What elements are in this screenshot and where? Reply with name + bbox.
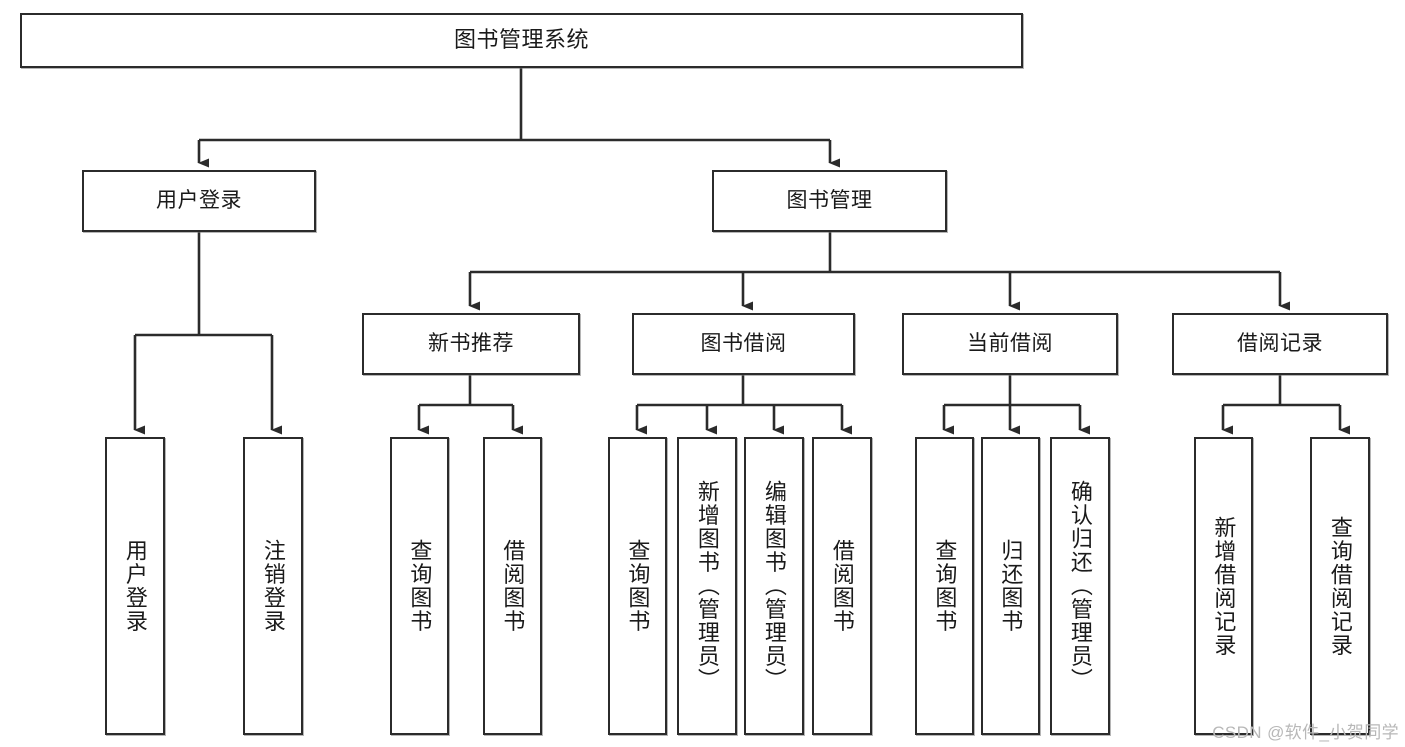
node-label: 借阅图书 [500,539,526,633]
node-leaf-5[interactable]: 查询图书 [608,437,667,735]
node-label: 用户登录 [122,539,148,633]
node-label: 编辑图书（管理员） [761,480,787,692]
node-label: 图书借阅 [700,332,787,356]
node-leaf-3[interactable]: 查询图书 [390,437,449,735]
node-label: 图书管理 [786,189,873,213]
node-label: 查询图书 [407,539,433,633]
node-label: 新书推荐 [428,332,514,356]
node-label: 查询图书 [625,539,651,633]
node-leaf-12[interactable]: 新增借阅记录 [1194,437,1253,735]
node-level3-1[interactable]: 新书推荐 [362,313,580,375]
node-label: 用户登录 [156,189,242,213]
node-leaf-11[interactable]: 确认归还（管理员） [1050,437,1110,735]
node-level3-3[interactable]: 当前借阅 [902,313,1118,375]
node-label: 确认归还（管理员） [1067,480,1093,692]
node-label: 归还图书 [998,539,1024,633]
node-level2-1[interactable]: 用户登录 [82,170,316,232]
node-leaf-13[interactable]: 查询借阅记录 [1310,437,1370,735]
node-leaf-9[interactable]: 查询图书 [915,437,974,735]
node-leaf-7[interactable]: 编辑图书（管理员） [744,437,804,735]
node-level3-2[interactable]: 图书借阅 [632,313,855,375]
node-leaf-2[interactable]: 注销登录 [243,437,303,735]
node-leaf-4[interactable]: 借阅图书 [483,437,542,735]
node-label: 查询图书 [932,539,958,633]
node-level2-2[interactable]: 图书管理 [712,170,947,232]
node-level3-4[interactable]: 借阅记录 [1172,313,1388,375]
node-leaf-6[interactable]: 新增图书（管理员） [677,437,737,735]
node-label: 新增借阅记录 [1211,515,1237,657]
node-leaf-1[interactable]: 用户登录 [105,437,165,735]
node-label: 图书管理系统 [453,27,589,53]
node-label: 当前借阅 [967,332,1053,356]
node-label: 注销登录 [260,539,286,633]
node-leaf-8[interactable]: 借阅图书 [812,437,872,735]
node-system-root[interactable]: 图书管理系统 [20,13,1023,68]
node-leaf-10[interactable]: 归还图书 [981,437,1040,735]
node-label: 新增图书（管理员） [694,480,720,692]
node-label: 查询借阅记录 [1327,515,1353,657]
node-label: 借阅记录 [1237,332,1323,356]
node-label: 借阅图书 [829,539,855,633]
